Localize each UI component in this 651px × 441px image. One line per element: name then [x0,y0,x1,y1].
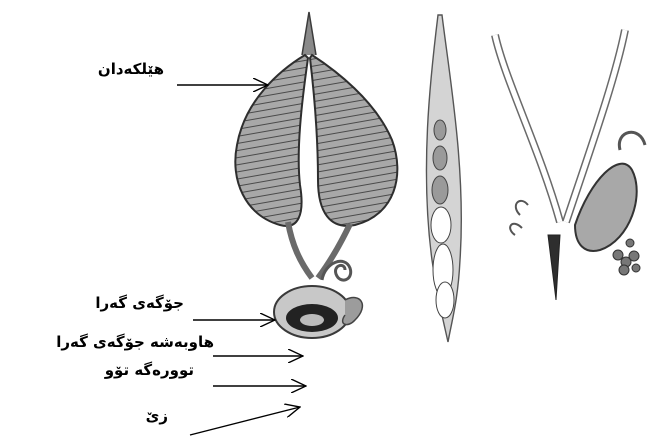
ovariole-illustration [426,15,461,342]
left-oviduct-stalk [288,222,312,278]
egg-chamber-3 [432,176,448,204]
egg-chamber-4 [431,207,451,243]
label-oviduct: جۆگەی گەرا [95,294,184,312]
genital-opening [300,314,324,326]
egg-chamber-2 [433,146,447,170]
spermatheca-duct [619,132,645,150]
label-ovaries: هێلکەدان [98,60,164,78]
right-ovary-lobe [310,55,397,226]
label-common-oviduct: هاوبەشە جۆگەی گەرا [56,333,214,351]
egg-chamber-1 [434,120,446,140]
arrow-vagina [190,407,300,435]
label-seminal-receptacle: توورەگە تۆو [105,361,194,379]
egg-chamber-6 [436,282,454,318]
ovary-illustration [235,12,397,338]
ovary-ligament [302,12,316,55]
left-ovary-lobe [235,55,308,226]
reproductive-tract-illustration [495,30,645,300]
vaginal-tube [548,235,560,300]
accessory-gland-cluster [613,239,640,275]
small-coil-left [510,201,528,235]
label-vagina: زێ [146,407,168,425]
left-lateral-duct-lumen [495,35,560,222]
side-gland-right [343,298,363,325]
